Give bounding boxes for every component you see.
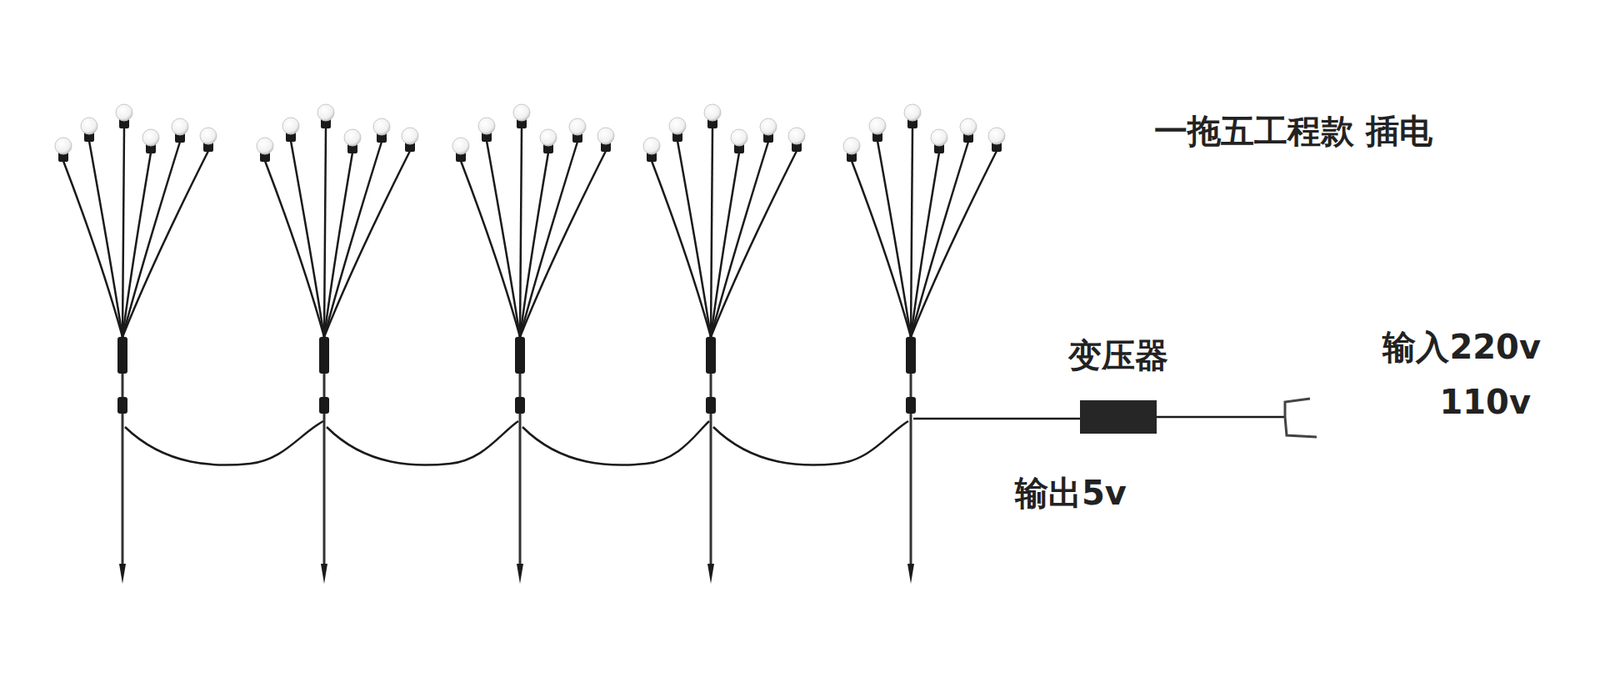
transformer-box: 变压器输出5v bbox=[1080, 400, 1157, 434]
voltage-label: 110v bbox=[1439, 382, 1531, 421]
stake-lights bbox=[55, 104, 1005, 584]
node-heading: 变压器 bbox=[1068, 335, 1169, 375]
node-note: 输出5v bbox=[1015, 473, 1127, 512]
diagram-title: 一拖五工程款 插电 bbox=[1154, 111, 1433, 150]
power-plug bbox=[1285, 398, 1317, 437]
voltage-label: 输入220v bbox=[1382, 327, 1541, 366]
